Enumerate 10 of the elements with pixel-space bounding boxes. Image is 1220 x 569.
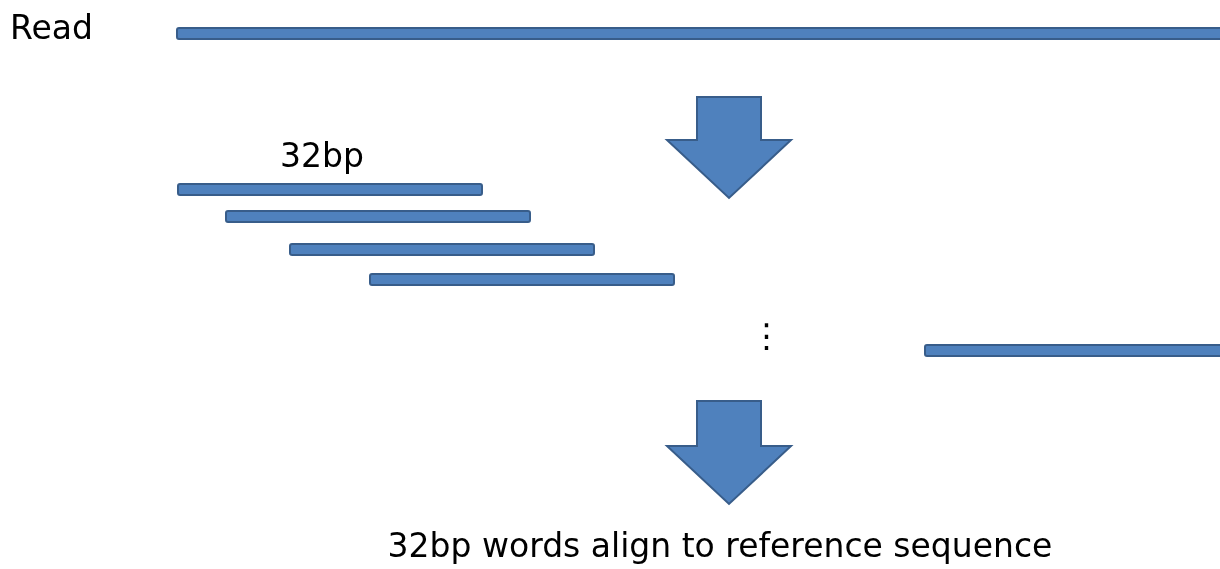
sequence-bar <box>176 27 1220 40</box>
sequence-bar <box>924 344 1220 357</box>
sequence-bar <box>289 243 595 256</box>
sequence-bar <box>369 273 675 286</box>
sequence-bar <box>225 210 531 223</box>
sequence-bar <box>177 183 483 196</box>
bar-label: 32bp <box>280 136 364 176</box>
bar-label: Read <box>10 8 93 48</box>
ellipsis-mark: ⋮ <box>750 316 783 356</box>
caption-text: 32bp words align to reference sequence <box>387 526 1053 566</box>
